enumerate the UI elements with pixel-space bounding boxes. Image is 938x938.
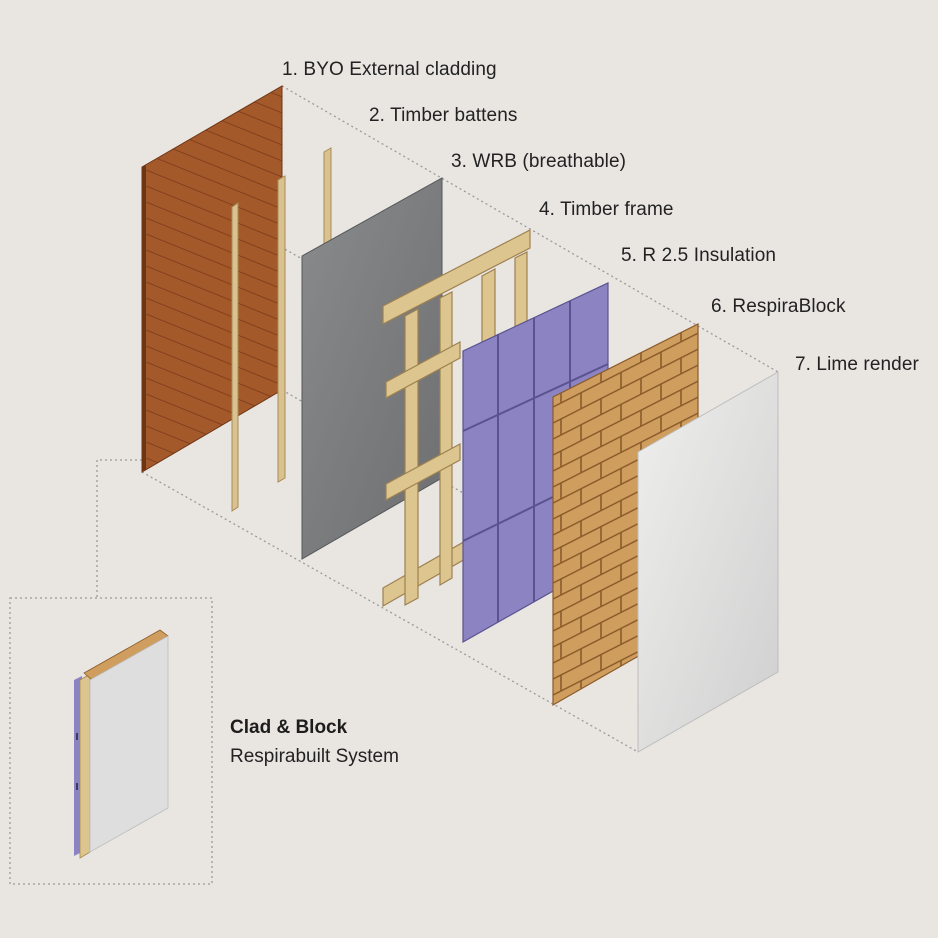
assembled-wall-thumbnail xyxy=(74,629,169,859)
layer-5-label: 5. R 2.5 Insulation xyxy=(621,245,777,266)
inset-title: Clad & Block xyxy=(230,717,348,738)
layer-6-label: 6. RespiraBlock xyxy=(711,296,846,317)
layer-2-label: 2. Timber battens xyxy=(369,105,518,126)
render-panel-icon xyxy=(637,371,779,753)
inset-subtitle: Respirabuilt System xyxy=(230,746,399,767)
layer-3-label: 3. WRB (breathable) xyxy=(451,151,627,172)
layer-7-label: 7. Lime render xyxy=(795,354,919,375)
layer-1-label: 1. BYO External cladding xyxy=(282,59,497,80)
cladding-panel-icon xyxy=(141,85,283,473)
layer-4-label: 4. Timber frame xyxy=(539,199,674,220)
